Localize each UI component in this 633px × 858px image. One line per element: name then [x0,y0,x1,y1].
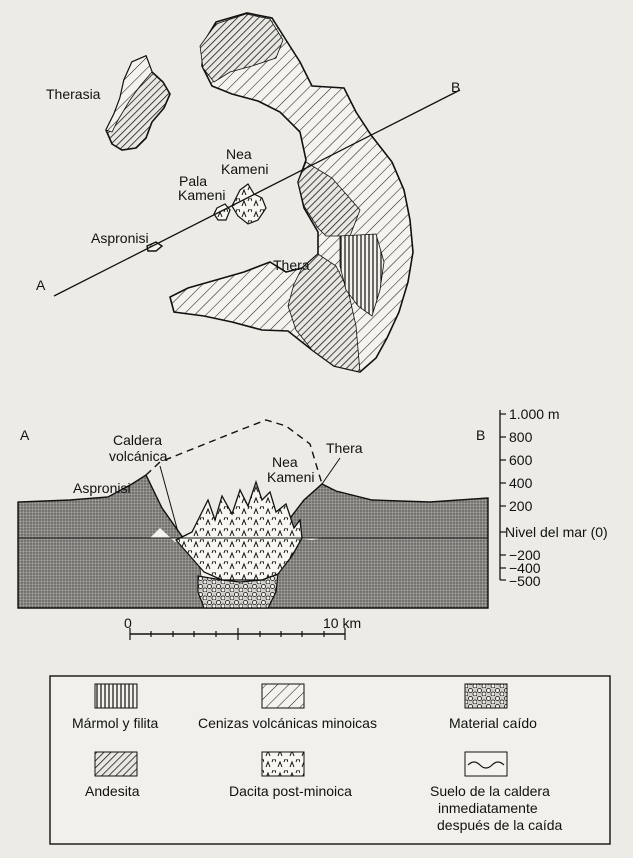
elev-400: 400 [509,475,533,491]
pala-kameni-island [213,203,231,221]
thera-marble [339,233,385,317]
legend-box [49,675,611,845]
map-label-aspronisi: Aspronisi [91,230,149,246]
swatch-dacita [261,751,305,777]
thera-andesite-east [297,161,361,237]
section-line [53,89,461,297]
thera-pointer [321,457,341,485]
map-label-therasia: Therasia [46,86,101,102]
map-label-kameni-2: Kameni [178,187,225,203]
section-label-b: B [476,427,485,443]
map-label-a: A [36,277,46,293]
swatch-material [464,683,508,709]
elev-800: 800 [509,429,533,445]
legend-label-suelo: Suelo de la caldera inmediatamente despu… [430,783,563,833]
thera-andesite-south [287,253,361,373]
thera-andesite-north [199,13,284,83]
label-kameni: Kameni [267,469,314,485]
elev-minus-200: −200 [509,547,541,563]
pre-caldera-profile [145,419,323,485]
elev-minus-400: −400 [509,560,541,576]
legend-suelo-line-1: Suelo de la caldera [430,783,550,799]
map-label-b: B [451,79,460,95]
legend-label-dacita: Dacita post-minoica [229,783,352,799]
scale-zero: 0 [124,615,132,631]
legend-suelo-line-2: inmediatamente [438,800,538,816]
scale-ten: 10 km [323,615,361,631]
aspronisi-island [146,241,164,252]
section-rubble [197,573,279,609]
swatch-cenizas [261,683,305,709]
caldera-pointer [159,465,179,533]
swatch-suelo-wave [467,761,505,769]
elev-200: 200 [509,498,533,514]
elevation-ticks [500,413,506,581]
cross-section: 1.000 m 800 600 400 200 Nivel del mar (0… [17,406,608,640]
swatch-suelo [464,751,508,777]
legend-label-andesita: Andesita [85,783,140,799]
label-aspronisi: Aspronisi [73,480,131,496]
elev-1000: 1.000 m [509,406,560,422]
label-nea: Nea [272,454,298,470]
elev-600: 600 [509,452,533,468]
section-dacite [174,479,303,581]
label-caldera-1: Caldera [113,432,162,448]
swatch-marmol [94,683,138,709]
scale-ticks [129,628,346,640]
label-caldera-2: volcánica [109,448,168,464]
elev-sea-level: Nivel del mar (0) [505,524,608,540]
legend-label-material: Material caído [449,715,537,731]
legend-label-cenizas: Cenizas volcánicas minoicas [198,715,377,731]
map-label-nea: Nea [226,146,252,162]
map: Therasia Nea Kameni Pala Kameni Aspronis… [36,12,461,373]
map-label-pala: Pala [179,173,207,189]
legend-suelo-line-3: después de la caída [437,817,563,833]
therasia-ash [105,55,153,133]
section-label-a: A [20,427,30,443]
swatch-andesita [94,751,138,777]
label-thera: Thera [326,440,363,456]
nea-kameni-island [231,183,267,225]
legend-label-marmol: Mármol y filita [72,715,159,731]
map-label-kameni-1: Kameni [221,161,268,177]
legend: Mármol y filita Cenizas volcánicas minoi… [49,675,611,845]
elev-minus-500: −500 [509,573,541,589]
map-label-thera: Thera [273,257,310,273]
